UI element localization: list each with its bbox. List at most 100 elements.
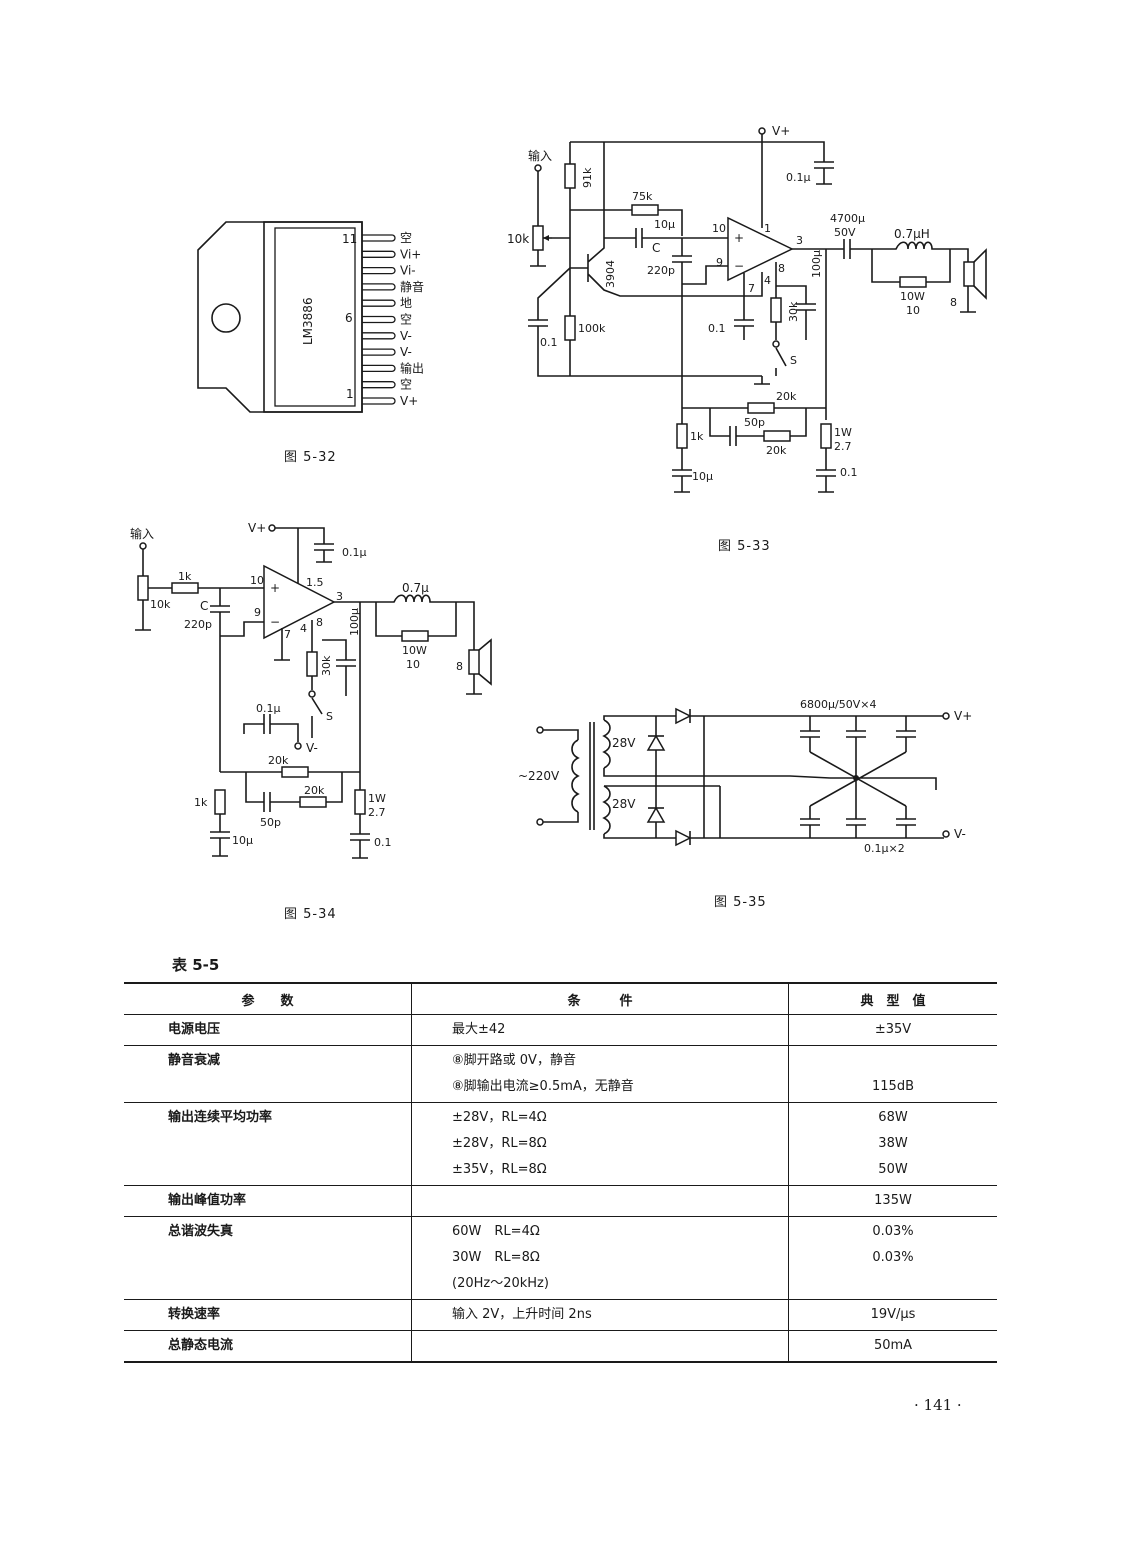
label-p3-534: 3 — [336, 590, 343, 603]
condition-text: 最大±42 — [452, 1022, 506, 1037]
label-p7-534: 7 — [284, 628, 291, 641]
page-number: · 141 · — [914, 1396, 962, 1414]
label-c01top-534: 0.1μ — [342, 546, 367, 559]
label-c220p: 220p — [647, 264, 675, 277]
param-cell: 总谐波失真 — [124, 1216, 412, 1300]
condition-cell — [411, 1185, 789, 1217]
label-r10w: 10W — [900, 290, 925, 303]
condition-cell — [411, 1330, 789, 1363]
label-sec2: 28V — [612, 797, 636, 811]
param-cell: 静音衰减 — [124, 1045, 412, 1103]
chip-pin — [362, 266, 396, 275]
label-r10: 10 — [906, 304, 920, 317]
label-r10w-534: 10W — [402, 644, 427, 657]
param-text: 静音衰减 — [168, 1053, 221, 1068]
label-c10u-b: 10μ — [692, 470, 713, 483]
condition-text — [452, 1333, 782, 1359]
condition-text: 输入 2V，上升时间 2ns — [452, 1307, 592, 1322]
label-spk8-534: 8 — [456, 660, 463, 673]
param-cell: 总静态电流 — [124, 1330, 412, 1363]
chip-pin — [362, 364, 396, 373]
label-r75k: 75k — [632, 190, 653, 203]
caption-5-33: 图 5-33 — [718, 539, 771, 554]
label-p1: 1 — [764, 222, 771, 235]
pin-label: 空 — [400, 313, 412, 327]
label-vminus-535: V- — [954, 827, 966, 841]
table-row: 总谐波失真 60W RL=4Ω 30W RL=8Ω (20Hz～20kHz) 0.03%… — [124, 1216, 997, 1300]
caption-5-34: 图 5-34 — [284, 907, 337, 922]
param-text: 电源电压 — [168, 1022, 221, 1037]
label-input-534: 输入 — [130, 526, 154, 541]
label-c01a: 0.1 — [540, 336, 558, 349]
table-header-row: 参 数 条 件 典 型 值 — [124, 982, 997, 1015]
param-text: 总静态电流 — [168, 1338, 234, 1353]
label-p7: 7 — [748, 282, 755, 295]
pin-label: Vi- — [400, 264, 416, 278]
value-text: 68W — [878, 1110, 908, 1125]
chip-pin — [362, 348, 396, 356]
param-cell: 电源电压 — [124, 1014, 412, 1046]
header-condition: 条 件 — [411, 982, 789, 1015]
label-p8: 8 — [778, 262, 785, 275]
label-r1k-534: 1k — [178, 570, 192, 583]
param-text: 输出峰值功率 — [168, 1193, 247, 1208]
param-text: 输出连续平均功率 — [168, 1110, 273, 1125]
label-v50: 50V — [834, 226, 856, 239]
label-c50p-534: 50p — [260, 816, 281, 829]
label-r20k-b: 20k — [766, 444, 787, 457]
label-p10: 10 — [712, 222, 726, 235]
pin-label: 输出 — [400, 360, 424, 375]
condition-cell: 输入 2V，上升时间 2ns — [411, 1299, 789, 1331]
value-text: 19V/μs — [870, 1307, 916, 1322]
label-p10-534: 10 — [250, 574, 264, 587]
svg-text:−: − — [270, 615, 280, 629]
value-text: 38W — [878, 1136, 908, 1151]
svg-text:+: + — [270, 581, 280, 595]
chip-pin — [362, 299, 396, 307]
value-text: 0.03% — [872, 1224, 914, 1239]
label-pot10k-534: 10k — [150, 598, 171, 611]
param-text: 转换速率 — [168, 1307, 221, 1322]
label-caps-small: 0.1μ×2 — [864, 842, 905, 855]
label-p8-534: 8 — [316, 616, 323, 629]
label-vplus: V+ — [772, 124, 790, 138]
table-row: 电源电压最大±42±35V — [124, 1014, 997, 1046]
condition-text: (20Hz～20kHz) — [452, 1276, 549, 1291]
pin-label: 静音 — [400, 279, 424, 294]
value-text — [795, 1048, 991, 1074]
label-cC-534: C — [200, 599, 208, 613]
value-text: 50W — [878, 1162, 908, 1177]
svg-text:−: − — [734, 259, 744, 273]
label-q3904: 3904 — [604, 260, 617, 288]
label-c220p-534: 220p — [184, 618, 212, 631]
label-p9: 9 — [716, 256, 723, 269]
value-cell: 135W — [788, 1185, 997, 1217]
pin-num-11: 11 — [342, 232, 357, 246]
label-r1w-534: 1W — [368, 792, 386, 805]
condition-text: ±28V，RL=4Ω — [452, 1110, 547, 1125]
label-r20k-a-534: 20k — [268, 754, 289, 767]
condition-text: 60W RL=4Ω — [452, 1224, 540, 1239]
condition-text: ±35V，RL=8Ω — [452, 1162, 547, 1177]
label-sec1: 28V — [612, 736, 636, 750]
condition-cell: 60W RL=4Ω 30W RL=8Ω (20Hz～20kHz) — [411, 1216, 789, 1300]
svg-text:+: + — [734, 231, 744, 245]
label-r27: 2.7 — [834, 440, 852, 453]
table-row: 输出峰值功率 135W — [124, 1185, 997, 1217]
chip-pin — [362, 250, 396, 258]
label-sw-534: S — [326, 710, 333, 723]
label-vminus-534: V- — [306, 741, 318, 755]
label-r1k-b-534: 1k — [194, 796, 208, 809]
capacitor — [896, 806, 916, 838]
table-title: 表 5-5 — [172, 956, 220, 974]
label-l07: 0.7μH — [894, 227, 930, 241]
label-c01b-534: 0.1μ — [256, 702, 281, 715]
value-cell: 115dB — [788, 1045, 997, 1103]
pin-label: V- — [400, 329, 412, 343]
pin-label: 地 — [400, 296, 412, 310]
condition-text: 30W RL=8Ω — [452, 1250, 540, 1265]
